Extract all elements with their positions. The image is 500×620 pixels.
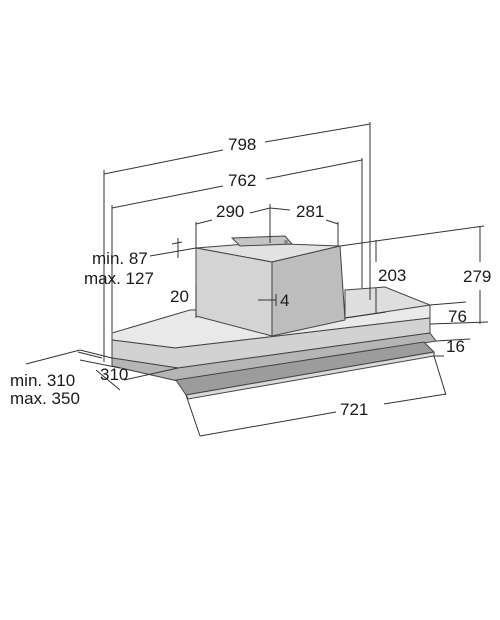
label-inner-width: 762 [228, 171, 256, 190]
label-total-height: 279 [463, 267, 491, 286]
label-outlet-max: max. 127 [84, 269, 154, 288]
label-front-width: 721 [340, 400, 368, 419]
air-outlet [230, 235, 294, 247]
label-canopy-height: 76 [448, 307, 467, 326]
label-motor-width: 281 [296, 202, 324, 221]
label-motor-depth: 290 [216, 202, 244, 221]
outlet-screw [284, 240, 288, 244]
label-side-offset: 20 [170, 287, 189, 306]
hood-body [111, 235, 437, 400]
label-center-offset: 4 [280, 291, 289, 310]
label-depth-max: max. 350 [10, 389, 80, 408]
label-front-panel: 16 [446, 337, 465, 356]
label-motor-height: 203 [378, 266, 406, 285]
label-overall-width: 798 [228, 135, 256, 154]
label-depth-min: min. 310 [10, 371, 75, 390]
label-depth: 310 [100, 365, 128, 384]
motor-box-right-face [271, 245, 346, 337]
dimension-lines [25, 122, 489, 437]
label-outlet-min: min. 87 [92, 249, 148, 268]
dimension-labels: 798 762 290 281 min. 87 max. 127 20 4 20… [10, 135, 491, 419]
